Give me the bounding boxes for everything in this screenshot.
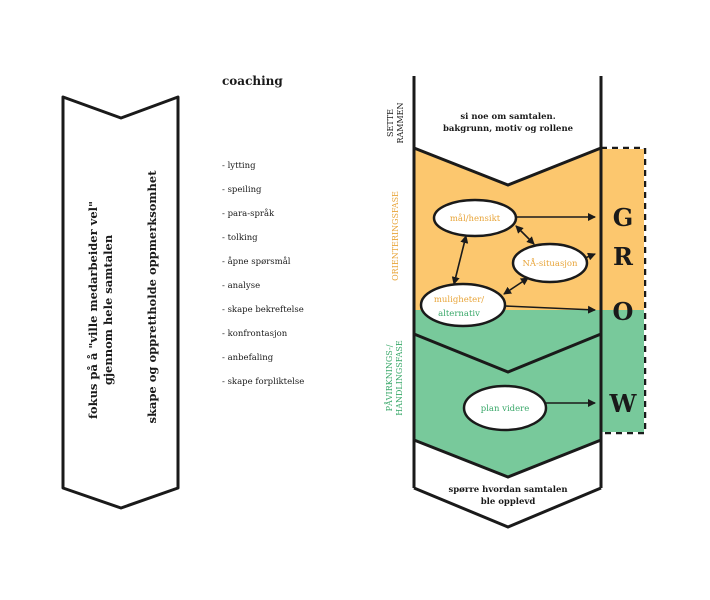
bottom-point bbox=[413, 486, 602, 529]
grow-letter-w: W bbox=[609, 389, 638, 418]
arrow-na-muligheter bbox=[503, 277, 529, 295]
coaching-item: - åpne spørsmål bbox=[222, 255, 291, 267]
node-na-situasjon bbox=[511, 242, 589, 284]
arrow-muligheter-to-o bbox=[504, 305, 596, 314]
grow-box-green bbox=[602, 310, 644, 432]
coaching-list: - lytting - speiling - para-språk - tolk… bbox=[222, 161, 304, 387]
phase-sette-line2: RAMMEN bbox=[396, 102, 405, 143]
node-plan-videre bbox=[462, 384, 548, 432]
node-mal-label: mål/hensikt bbox=[450, 212, 501, 224]
bottom-text-line2: ble opplevd bbox=[481, 497, 536, 507]
phase-pavirkning-line2: HANDLINGSFASE bbox=[395, 340, 404, 416]
left-arrow-line3: skape og opprettholde oppmerksomhet bbox=[145, 170, 159, 424]
node-muligheter-label1: muligheter/ bbox=[434, 295, 484, 305]
left-arrow-line2: gjennom hele samtalen bbox=[101, 234, 115, 385]
grow-letter-r: R bbox=[613, 242, 634, 271]
grow-box-orange bbox=[602, 149, 644, 310]
coaching-title: coaching bbox=[222, 74, 283, 88]
coaching-item: - speiling bbox=[222, 185, 262, 195]
coaching-item: - skape bekreftelse bbox=[222, 305, 304, 315]
top-text-line1: si noe om samtalen. bbox=[460, 112, 555, 122]
coaching-item: - skape forpliktelse bbox=[222, 377, 304, 387]
coaching-item: - tolking bbox=[222, 233, 258, 243]
chevron-line-bottom bbox=[413, 438, 602, 479]
coaching-item: - analyse bbox=[222, 281, 260, 291]
grow-dashed-box bbox=[599, 146, 647, 435]
chevron-line-middle bbox=[413, 332, 602, 374]
top-text-line2: bakgrunn, motiv og rollene bbox=[443, 124, 574, 134]
arrow-mal-muligheter bbox=[451, 235, 469, 285]
coaching-item: - konfrontasjon bbox=[222, 329, 288, 339]
left-arrow-line1: fokus på å "ville medarbeider vel" bbox=[86, 201, 100, 419]
coaching-item: - para-språk bbox=[222, 207, 275, 219]
node-mal-hensikt bbox=[432, 198, 518, 238]
left-chevron-arrow bbox=[61, 95, 180, 510]
bottom-text-line1: spørre hvordan samtalen bbox=[448, 485, 567, 495]
grow-letter-g: G bbox=[613, 203, 634, 232]
node-na-label: NÅ-situasjon bbox=[522, 257, 578, 269]
node-plan-label: plan videre bbox=[481, 404, 530, 414]
arrow-mal-na bbox=[515, 225, 535, 245]
phase-sette-line1: SETTE bbox=[386, 109, 395, 137]
coaching-item: - lytting bbox=[222, 161, 256, 171]
node-muligheter bbox=[419, 282, 507, 328]
node-muligheter-label2: alternativ bbox=[438, 309, 480, 319]
phase-orientering: ORIENTERINGSFASE bbox=[391, 191, 400, 281]
grow-letter-o: O bbox=[613, 297, 634, 326]
chevron-line-top bbox=[413, 146, 602, 187]
phase-pavirkning-line1: PÅVIRKNINGS-/ bbox=[385, 344, 394, 411]
coaching-item: - anbefaling bbox=[222, 353, 274, 363]
